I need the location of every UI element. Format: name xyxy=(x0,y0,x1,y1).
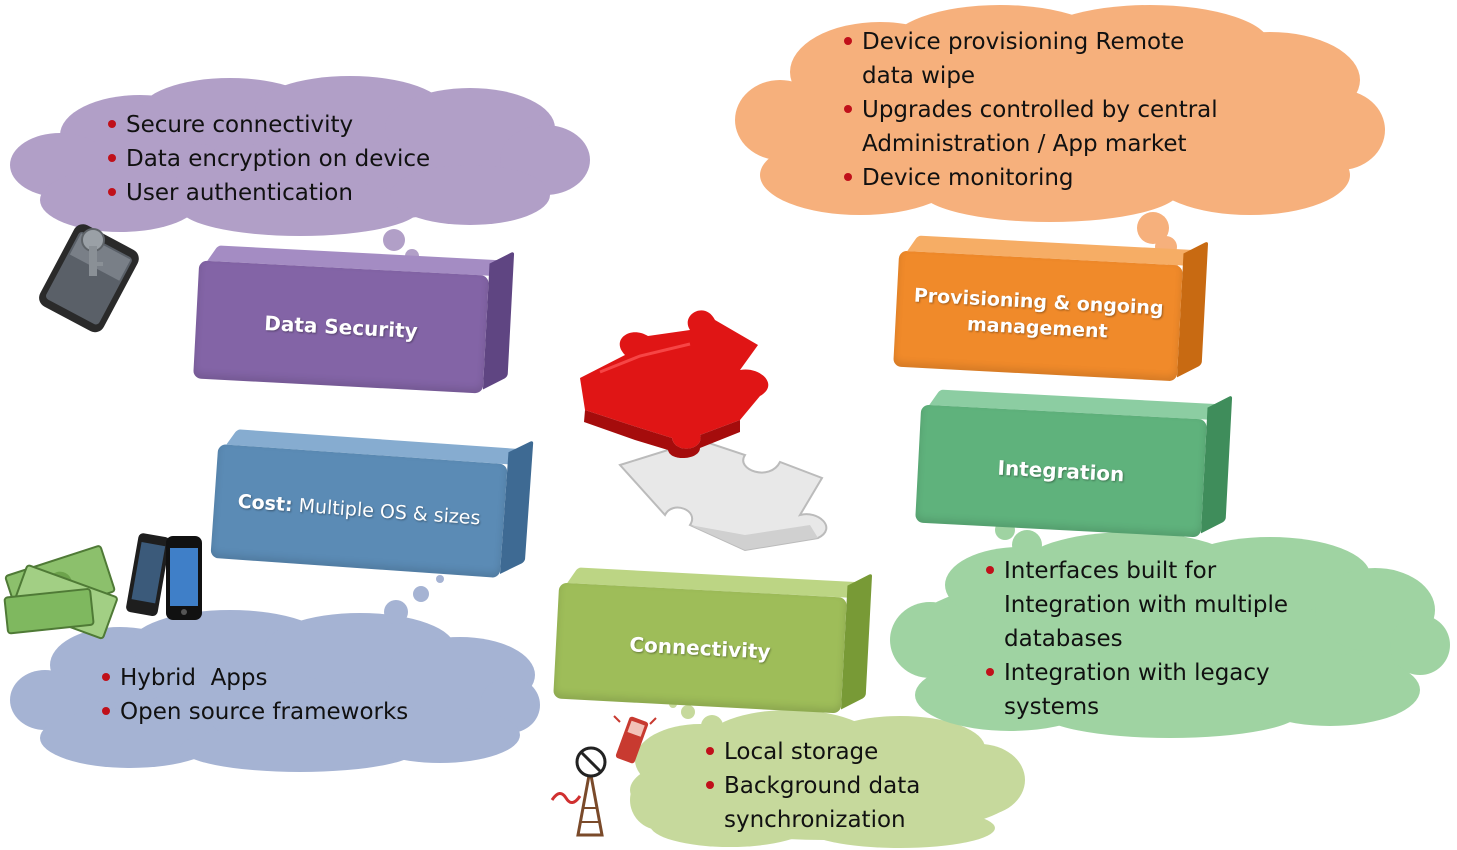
cost-block: Cost: Multiple OS & sizes xyxy=(210,429,534,578)
cost-text: Multiple OS & sizes xyxy=(291,494,482,530)
provisioning-item: Upgrades controlled by central Administr… xyxy=(842,93,1232,161)
provisioning-cloud xyxy=(735,5,1385,222)
security-list: Secure connectivity Data encryption on d… xyxy=(106,108,526,210)
connectivity-list: Local storage Background data synchroniz… xyxy=(704,735,964,837)
integration-item: Integration with legacy systems xyxy=(984,656,1294,724)
connectivity-block: Connectivity xyxy=(553,567,873,714)
connectivity-label: Connectivity xyxy=(628,631,772,664)
cost-item: Open source frameworks xyxy=(100,695,460,729)
security-item: User authentication xyxy=(106,176,526,210)
security-item: Data encryption on device xyxy=(106,142,526,176)
integration-cloud xyxy=(890,532,1450,738)
money-and-phones-icon xyxy=(3,533,202,640)
security-item: Secure connectivity xyxy=(106,108,526,142)
connectivity-item: Background data synchronization xyxy=(704,769,934,837)
cost-cloud xyxy=(10,610,540,772)
integration-item: Interfaces built for Integration with mu… xyxy=(984,554,1304,656)
provisioning-item: Device monitoring xyxy=(842,161,1272,195)
phone-with-key-icon xyxy=(39,224,139,333)
integration-label: Integration xyxy=(997,455,1126,486)
data-security-label: Data Security xyxy=(263,310,419,343)
provisioning-list: Device provisioning Remote data wipe Upg… xyxy=(842,25,1272,195)
connectivity-item: Local storage xyxy=(704,735,964,769)
connectivity-cloud xyxy=(630,710,1025,848)
integration-block: Integration xyxy=(915,389,1233,538)
provisioning-item: Device provisioning Remote data wipe xyxy=(842,25,1202,93)
data-security-block: Data Security xyxy=(193,245,515,394)
no-signal-tower-icon xyxy=(550,715,657,837)
connectivity-cloud-bubbles xyxy=(669,700,723,737)
provisioning-label: Provisioning & ongoing management xyxy=(913,284,1165,343)
cost-item: Hybrid Apps xyxy=(100,661,460,695)
puzzle-piece-icon xyxy=(580,310,828,552)
integration-list: Interfaces built for Integration with mu… xyxy=(984,554,1314,724)
cost-cloud-bubbles xyxy=(384,575,444,624)
provisioning-block: Provisioning & ongoing management xyxy=(893,235,1209,382)
cost-label: Cost: xyxy=(236,490,294,517)
security-cloud xyxy=(10,76,590,236)
cost-list: Hybrid Apps Open source frameworks xyxy=(100,661,460,729)
